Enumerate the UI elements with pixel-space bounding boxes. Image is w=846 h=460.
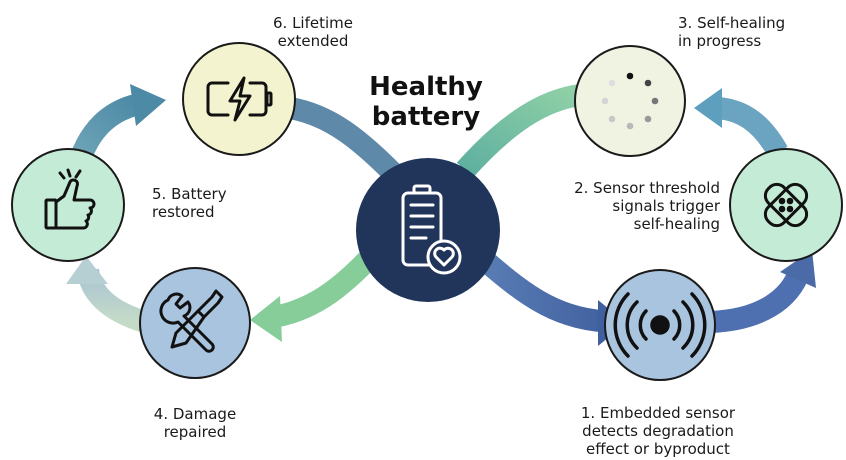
step2-node [729,148,843,262]
step1-label: 1. Embedded sensor detects degradation e… [580,404,736,458]
center-node [356,158,500,302]
flow-arrow-center-to-step1 [472,247,616,333]
step5-label: 5. Battery restored [152,185,227,221]
arrowhead-step2 [780,250,816,288]
charging-battery-icon [206,76,273,122]
battery-heart-icon [401,184,462,275]
step4-node [139,267,251,379]
step2-label: 2. Sensor threshold signals trigger self… [574,179,720,233]
flow-arrow-step2-to-step3 [716,97,788,158]
step6-node [182,42,296,156]
arrowhead-step6 [130,84,166,126]
step3-node [574,45,686,157]
loading-spinner-icon [601,72,659,130]
flow-arrow-step1-to-step2 [709,265,811,333]
thumbs-up-icon [44,168,96,230]
tools-icon [159,289,224,353]
step6-label: 6. Lifetime extended [272,14,353,50]
arrowhead-step4 [250,296,282,342]
diagram-title: Healthy battery [345,72,507,132]
flow-arrow-step6-to-center [287,97,400,180]
bandage-icon [763,182,809,228]
step4-label: 4. Damage repaired [153,405,237,441]
arrowhead-step3 [694,88,722,128]
flow-arrow-center-to-step3-green [456,84,582,178]
title-line1: Healthy [369,72,483,102]
arrowhead-step5 [66,256,108,284]
step5-node [11,148,125,262]
flow-arrow-step5-to-step6 [69,93,143,164]
title-line2: battery [371,102,481,132]
flow-arrow-center-to-step4 [266,244,384,329]
step3-label: 3. Self-healing in progress [678,14,786,50]
sensor-signal-icon [613,292,707,358]
